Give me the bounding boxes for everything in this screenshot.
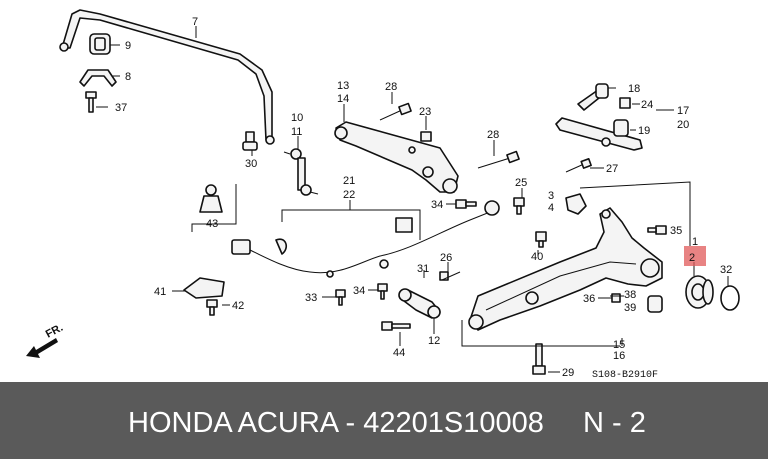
arrow-icon bbox=[26, 338, 58, 358]
callout-label: 22 bbox=[343, 189, 355, 201]
bracket-drawing bbox=[79, 69, 117, 87]
callout-label: 15 bbox=[613, 339, 625, 351]
bolt-drawing bbox=[85, 91, 97, 113]
leader-lines bbox=[96, 26, 729, 373]
callout-label: 39 bbox=[624, 302, 636, 314]
diagram-position: N - 2 bbox=[583, 407, 646, 439]
bolt-drawing bbox=[379, 102, 520, 169]
bolt-drawing bbox=[535, 231, 547, 248]
bolt-drawing bbox=[206, 299, 218, 316]
callout-label: 8 bbox=[125, 71, 131, 83]
sensor-wire-drawing bbox=[231, 200, 500, 278]
callout-label: 13 bbox=[337, 80, 349, 92]
callout-label: 40 bbox=[531, 251, 543, 263]
callout-label: 10 bbox=[291, 112, 303, 124]
callout-label: 9 bbox=[125, 40, 131, 52]
callout-label: 28 bbox=[385, 81, 397, 93]
bolt-drawing bbox=[381, 321, 411, 331]
callout-label: 41 bbox=[154, 286, 166, 298]
nut-drawing bbox=[242, 131, 258, 151]
callout-label: 35 bbox=[670, 225, 682, 237]
callout-label: 3 bbox=[548, 190, 554, 202]
stabilizer-link-drawing bbox=[283, 148, 319, 196]
callout-label: 31 bbox=[417, 263, 429, 275]
bushing-drawing bbox=[613, 119, 629, 137]
callout-label: 4 bbox=[548, 202, 554, 214]
nut-drawing bbox=[439, 271, 449, 281]
hub-bearing-drawing bbox=[685, 275, 714, 309]
callout-label: 2 bbox=[689, 252, 695, 264]
part-info-footer: HONDA ACURA - 42201S10008 N - 2 bbox=[0, 382, 768, 459]
bolt-drawing bbox=[441, 271, 461, 281]
group-bracket bbox=[191, 32, 691, 347]
callout-label: 28 bbox=[487, 129, 499, 141]
drawing-code: S108-B2910F bbox=[592, 370, 658, 381]
part-number-title: HONDA ACURA - 42201S10008 bbox=[128, 407, 544, 439]
callout-label: 23 bbox=[419, 106, 431, 118]
callout-label: 16 bbox=[613, 350, 625, 362]
callout-labels: 1 2 3 4 7 8 9 10 11 12 13 14 15 16 17 18… bbox=[115, 16, 732, 379]
callout-label: 12 bbox=[428, 335, 440, 347]
callout-label: 37 bbox=[115, 102, 127, 114]
bolt-drawing bbox=[565, 158, 592, 173]
direction-label: FR. bbox=[44, 322, 65, 341]
bump-stop-drawing bbox=[199, 184, 223, 213]
callout-label: 29 bbox=[562, 367, 574, 379]
adjusting-arm-drawing bbox=[555, 83, 643, 151]
callout-label: 36 bbox=[583, 293, 595, 305]
callout-label: 11 bbox=[291, 126, 302, 138]
callout-label: 27 bbox=[606, 163, 618, 175]
bolt-drawing bbox=[455, 199, 477, 209]
callout-label: 20 bbox=[677, 119, 689, 131]
stabilizer-bar-drawing bbox=[59, 9, 275, 145]
callout-label: 14 bbox=[337, 93, 349, 105]
callout-label: 34 bbox=[431, 199, 443, 211]
callout-label: 21 bbox=[343, 175, 355, 187]
callout-label: 32 bbox=[720, 264, 732, 276]
callout-label: 44 bbox=[393, 347, 405, 359]
callout-label: 26 bbox=[440, 252, 452, 264]
snap-ring-drawing bbox=[720, 285, 740, 311]
toe-link-drawing bbox=[398, 288, 441, 319]
callout-label: 33 bbox=[305, 292, 317, 304]
callout-label: 18 bbox=[628, 83, 640, 95]
callout-label: 1 bbox=[692, 236, 698, 248]
bolt-drawing bbox=[513, 197, 525, 215]
bushing-drawing bbox=[619, 97, 631, 109]
bushing-drawing bbox=[647, 295, 663, 313]
callout-label: 24 bbox=[641, 99, 653, 111]
front-direction-indicator: FR. bbox=[26, 322, 65, 358]
callout-label: 38 bbox=[624, 289, 636, 301]
upper-arm-drawing bbox=[334, 121, 459, 194]
lower-arm-drawing bbox=[468, 207, 663, 331]
bolt-drawing bbox=[532, 343, 546, 375]
bushing-drawing bbox=[89, 33, 111, 55]
callout-label: 7 bbox=[192, 16, 198, 28]
highlight-box bbox=[684, 246, 706, 266]
callout-label: 25 bbox=[515, 177, 527, 189]
callout-label: 17 bbox=[677, 105, 689, 117]
nut-drawing bbox=[420, 131, 432, 142]
bolt-drawing bbox=[647, 225, 667, 235]
callout-label: 30 bbox=[245, 158, 257, 170]
bolt-drawing bbox=[335, 283, 388, 306]
callout-label: 43 bbox=[206, 218, 218, 230]
nut-drawing bbox=[611, 293, 621, 303]
exploded-parts-diagram: 1 2 3 4 7 8 9 10 11 12 13 14 15 16 17 18… bbox=[26, 9, 740, 381]
bracket-drawing bbox=[183, 277, 225, 299]
callout-label: 34 bbox=[353, 285, 365, 297]
callout-label: 19 bbox=[638, 125, 650, 137]
bracket-drawing bbox=[565, 193, 587, 215]
callout-label: 42 bbox=[232, 300, 244, 312]
